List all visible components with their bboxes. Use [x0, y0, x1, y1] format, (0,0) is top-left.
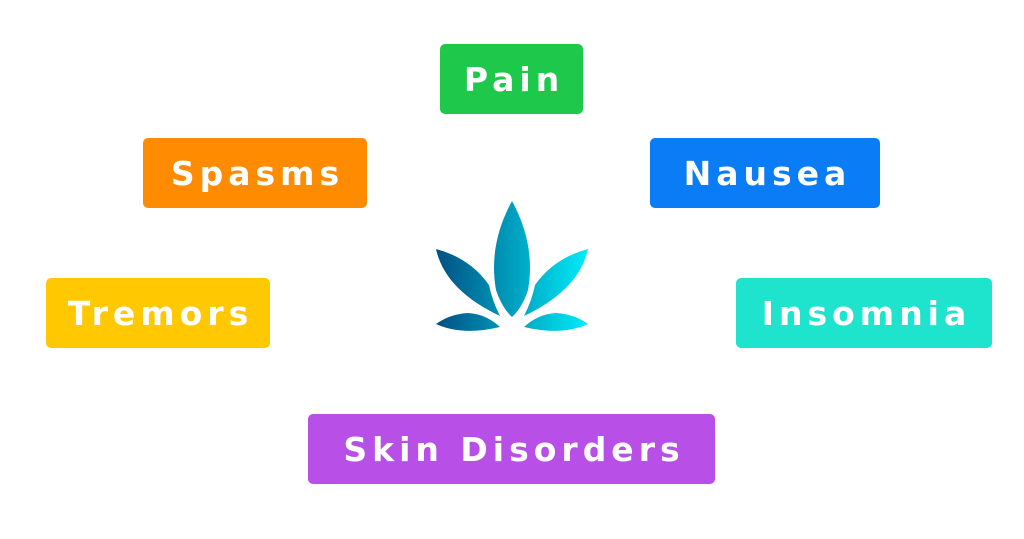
leaf-bottom-right-petal — [524, 313, 588, 331]
label-spasms: Spasms — [143, 138, 367, 208]
label-insomnia: Insomnia — [736, 278, 992, 348]
label-skin-disorders: Skin Disorders — [308, 414, 715, 484]
leaf-center-petal — [494, 201, 530, 317]
label-tremors: Tremors — [46, 278, 270, 348]
label-nausea: Nausea — [650, 138, 880, 208]
label-pain: Pain — [440, 44, 583, 114]
leaf-left-petal — [436, 249, 500, 316]
leaf-bottom-left-petal — [436, 313, 500, 331]
leaf-right-petal — [524, 249, 588, 316]
